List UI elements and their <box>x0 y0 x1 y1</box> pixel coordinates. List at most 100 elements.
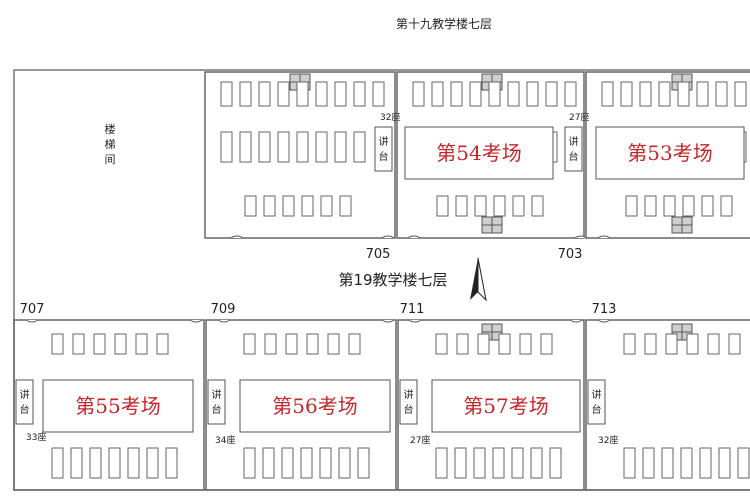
desk <box>353 81 366 107</box>
room-713: 讲台 32座 713 <box>585 302 750 491</box>
podium-label: 讲 <box>212 388 222 401</box>
desk <box>319 447 332 479</box>
room-outline <box>397 319 585 491</box>
desk <box>306 333 319 355</box>
desk <box>473 447 486 479</box>
desk <box>545 81 558 107</box>
exam-label: 第54考场 <box>436 141 521 165</box>
exam-banner <box>239 379 391 433</box>
room-number: 709 <box>211 302 236 317</box>
desk <box>450 81 463 107</box>
room-number: 713 <box>592 302 617 317</box>
desk <box>701 195 714 217</box>
north-arrow-icon <box>470 257 487 302</box>
desk <box>338 447 351 479</box>
desk <box>658 81 671 107</box>
podium: 讲台 <box>374 126 393 172</box>
desk <box>682 195 695 217</box>
podium: 讲台 <box>399 379 418 425</box>
rooms: 讲台32座705讲台27座第54考场703第53考场讲台33座第55考场707讲… <box>13 71 750 491</box>
door-arc <box>574 235 588 239</box>
door-arc <box>569 319 583 323</box>
door-arc <box>189 319 203 323</box>
desk <box>243 333 256 355</box>
desk <box>89 447 102 479</box>
desk <box>625 195 638 217</box>
exam-label: 第57考场 <box>463 394 548 418</box>
desk <box>244 195 257 217</box>
stairwell-char: 梯 <box>105 138 116 151</box>
exam-label: 第55考场 <box>75 394 160 418</box>
podium-label: 台 <box>569 150 579 163</box>
room-outline <box>396 71 585 239</box>
desk <box>623 447 636 479</box>
desk <box>540 333 553 355</box>
podium-box <box>399 379 418 425</box>
exam-label: 第53考场 <box>627 141 712 165</box>
room-outline <box>204 71 396 239</box>
podium-label: 台 <box>592 403 602 416</box>
desk <box>686 333 699 355</box>
room-701: 第53考场 <box>585 71 750 239</box>
desk <box>663 195 676 217</box>
desk <box>644 333 657 355</box>
podium-label: 台 <box>379 150 389 163</box>
seat-count: 32座 <box>598 434 618 446</box>
desk <box>263 195 276 217</box>
desk <box>51 447 64 479</box>
desk <box>474 195 487 217</box>
desk <box>661 447 674 479</box>
podium: 讲台 <box>15 379 34 425</box>
desk <box>334 81 347 107</box>
door-arc <box>381 319 395 323</box>
desk <box>549 447 562 479</box>
desk <box>108 447 121 479</box>
podium-box <box>207 379 226 425</box>
desk <box>507 81 520 107</box>
desk <box>435 447 448 479</box>
exam-label: 第56考场 <box>272 394 357 418</box>
exam-banner <box>431 379 581 433</box>
exam-banner <box>42 379 194 433</box>
desk <box>239 131 252 163</box>
desk <box>243 447 256 479</box>
desk <box>353 131 366 163</box>
desk <box>412 81 425 107</box>
room-outline <box>13 319 205 491</box>
desk <box>296 131 309 163</box>
podium-box <box>587 379 606 425</box>
desk <box>114 333 127 355</box>
stairwell: 楼 梯 间 <box>105 122 116 166</box>
desk <box>737 447 750 479</box>
stairwell-char: 间 <box>105 153 116 166</box>
desk <box>320 195 333 217</box>
desk <box>258 131 271 163</box>
desk <box>300 447 313 479</box>
desk <box>477 333 490 355</box>
podium: 讲台 <box>587 379 606 425</box>
room-outline <box>585 319 750 491</box>
desk <box>715 81 728 107</box>
desk <box>285 333 298 355</box>
desk <box>239 81 252 107</box>
desk <box>315 131 328 163</box>
desk <box>720 195 733 217</box>
desk <box>644 195 657 217</box>
desk <box>639 81 652 107</box>
desk <box>70 447 83 479</box>
desk <box>431 81 444 107</box>
desk <box>526 81 539 107</box>
desk <box>456 333 469 355</box>
podium-box <box>15 379 34 425</box>
desk <box>493 195 506 217</box>
desk <box>281 447 294 479</box>
desk <box>372 81 385 107</box>
desk <box>718 447 731 479</box>
desk <box>315 81 328 107</box>
desk <box>677 81 690 107</box>
